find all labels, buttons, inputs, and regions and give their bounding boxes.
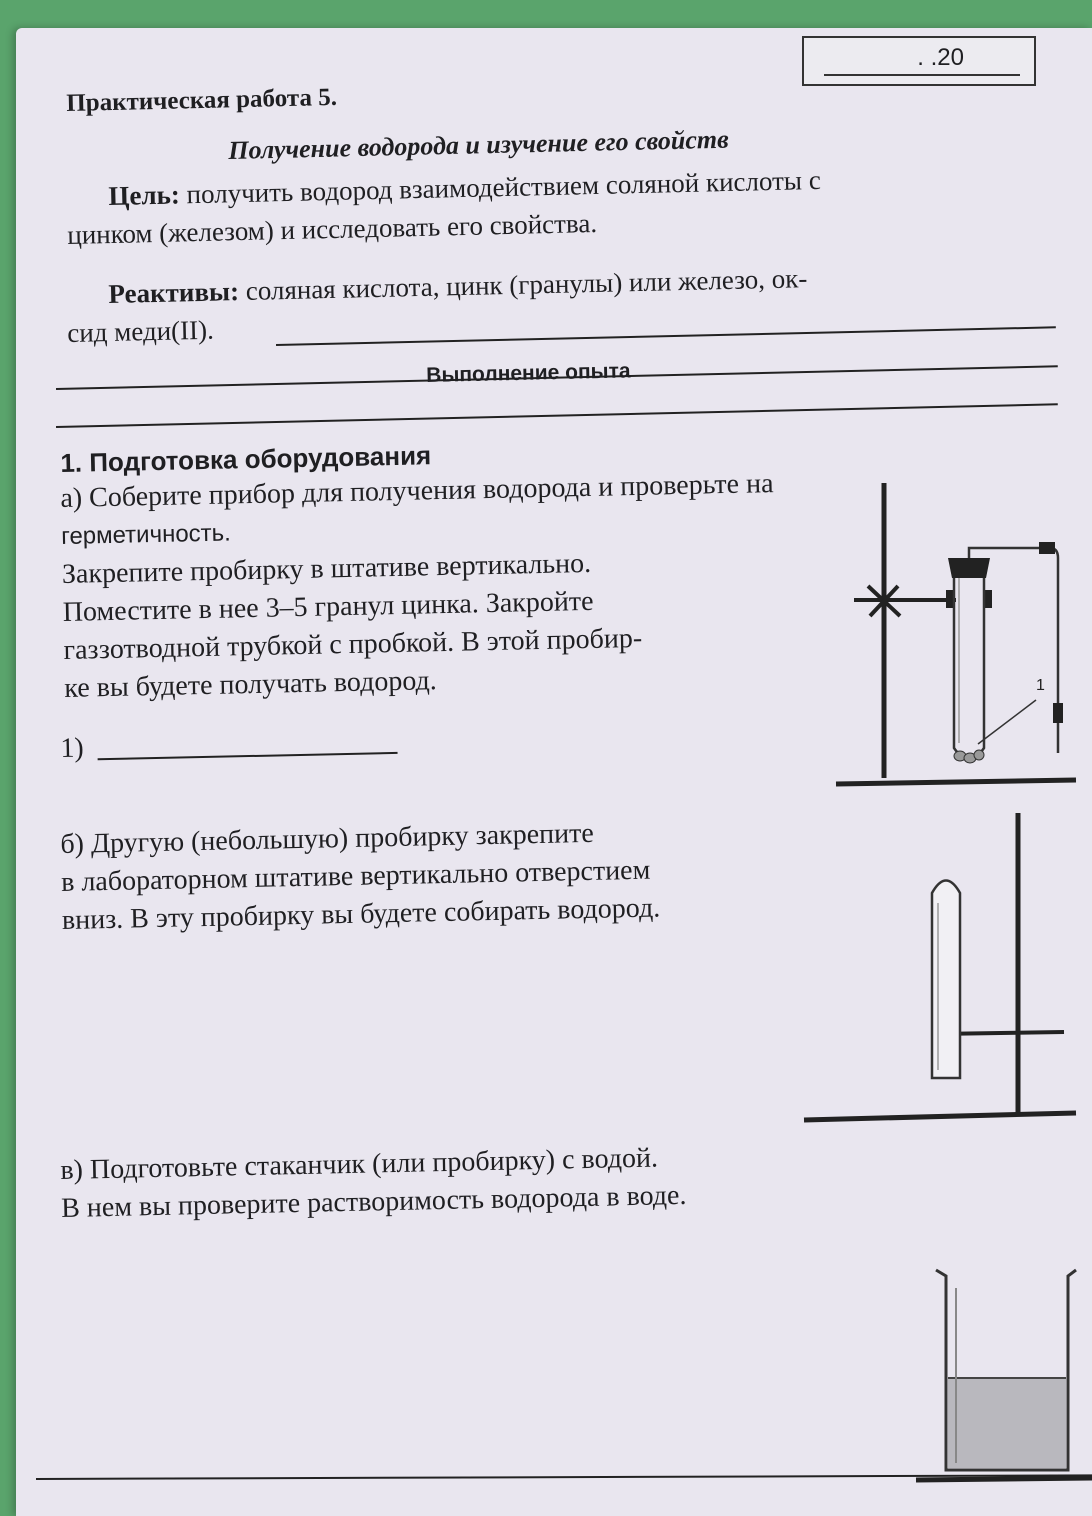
figure-label: 1 bbox=[1036, 677, 1045, 694]
table-line bbox=[915, 1475, 1092, 1483]
task-b: б) Другую (небольшую) пробирку закрепите… bbox=[60, 813, 661, 940]
task-c: в) Подготовьте стаканчик (или пробирку) … bbox=[60, 1139, 687, 1228]
step1-heading-text: 1. Подготовка оборудования bbox=[60, 440, 432, 478]
tube-connector bbox=[1039, 542, 1055, 554]
gas-outlet-tube bbox=[967, 546, 1060, 753]
answer-blank[interactable] bbox=[97, 751, 398, 761]
page-title: Практическая работа 5. bbox=[66, 83, 338, 117]
clamp-jaw-right bbox=[984, 590, 992, 608]
section-title: Выполнение опыта bbox=[426, 359, 631, 387]
task-a: а) Соберите прибор для получения водород… bbox=[60, 465, 778, 708]
page-subtitle: Получение водорода и изучение его свойст… bbox=[228, 124, 729, 165]
goal-label: Цель: bbox=[108, 179, 181, 212]
reagents-label: Реактивы: bbox=[108, 276, 240, 310]
label-pointer bbox=[977, 699, 1037, 745]
beaker bbox=[935, 1268, 1077, 1472]
inverted-tube-figure bbox=[803, 813, 1077, 1123]
worksheet-page: . .20 Практическая работа 5. Получение в… bbox=[16, 28, 1092, 1516]
date-text: . .20 bbox=[917, 44, 964, 71]
goal-paragraph: Цель: получить водород взаимодействием с… bbox=[66, 155, 1067, 254]
clamp-screw-2 bbox=[868, 584, 900, 618]
answer-row: 1) bbox=[60, 723, 398, 768]
stopper bbox=[948, 558, 990, 578]
stand-base bbox=[803, 1110, 1077, 1123]
date-field[interactable]: . .20 bbox=[802, 36, 1036, 86]
tube-connector-lower bbox=[1053, 703, 1063, 723]
answer-label: 1) bbox=[60, 732, 85, 764]
zinc-granule bbox=[973, 749, 985, 761]
water bbox=[948, 1378, 1066, 1468]
apparatus-figure: 1 bbox=[835, 483, 1077, 787]
inverted-test-tube bbox=[930, 879, 962, 1080]
section-rule-bottom bbox=[56, 403, 1058, 428]
date-underline bbox=[824, 74, 1020, 76]
beaker-figure bbox=[915, 1268, 1092, 1483]
stand-base bbox=[835, 777, 1077, 787]
clamp-jaw-left bbox=[946, 590, 954, 608]
